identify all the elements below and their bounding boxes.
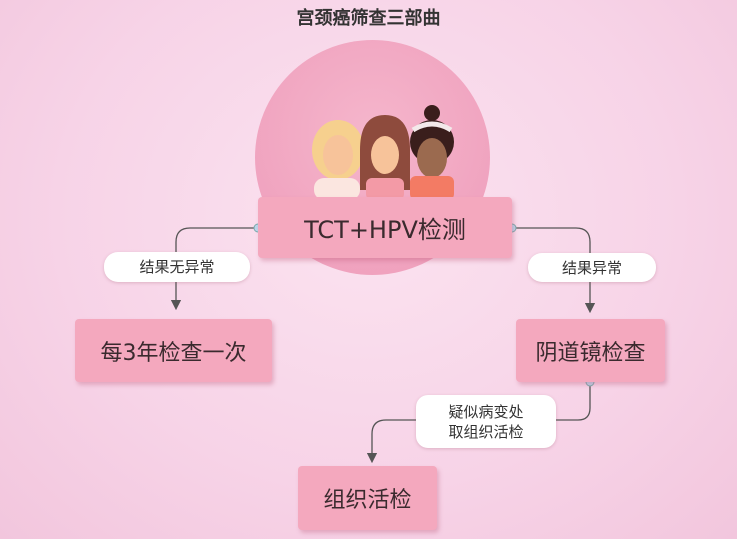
node-tct-hpv-test: TCT+HPV检测 [258, 197, 512, 258]
label-suspected-lesion: 疑似病变处 取组织活检 [416, 395, 556, 448]
node-biopsy: 组织活检 [298, 466, 437, 530]
label-result-normal: 结果无异常 [104, 252, 250, 282]
label-line: 取组织活检 [448, 422, 524, 441]
connector-left [170, 227, 258, 311]
node-every-3-years: 每3年检查一次 [75, 319, 272, 382]
page-title: 宫颈癌筛查三部曲 [296, 8, 441, 29]
woman-blonde-icon [312, 120, 364, 200]
woman-brunette-icon [360, 115, 410, 200]
connector-right [512, 227, 596, 314]
label-result-abnormal: 结果异常 [528, 253, 656, 282]
woman-dark-icon [410, 105, 454, 200]
label-line: 疑似病变处 [448, 402, 524, 421]
node-colposcopy: 阴道镜检查 [516, 319, 665, 382]
